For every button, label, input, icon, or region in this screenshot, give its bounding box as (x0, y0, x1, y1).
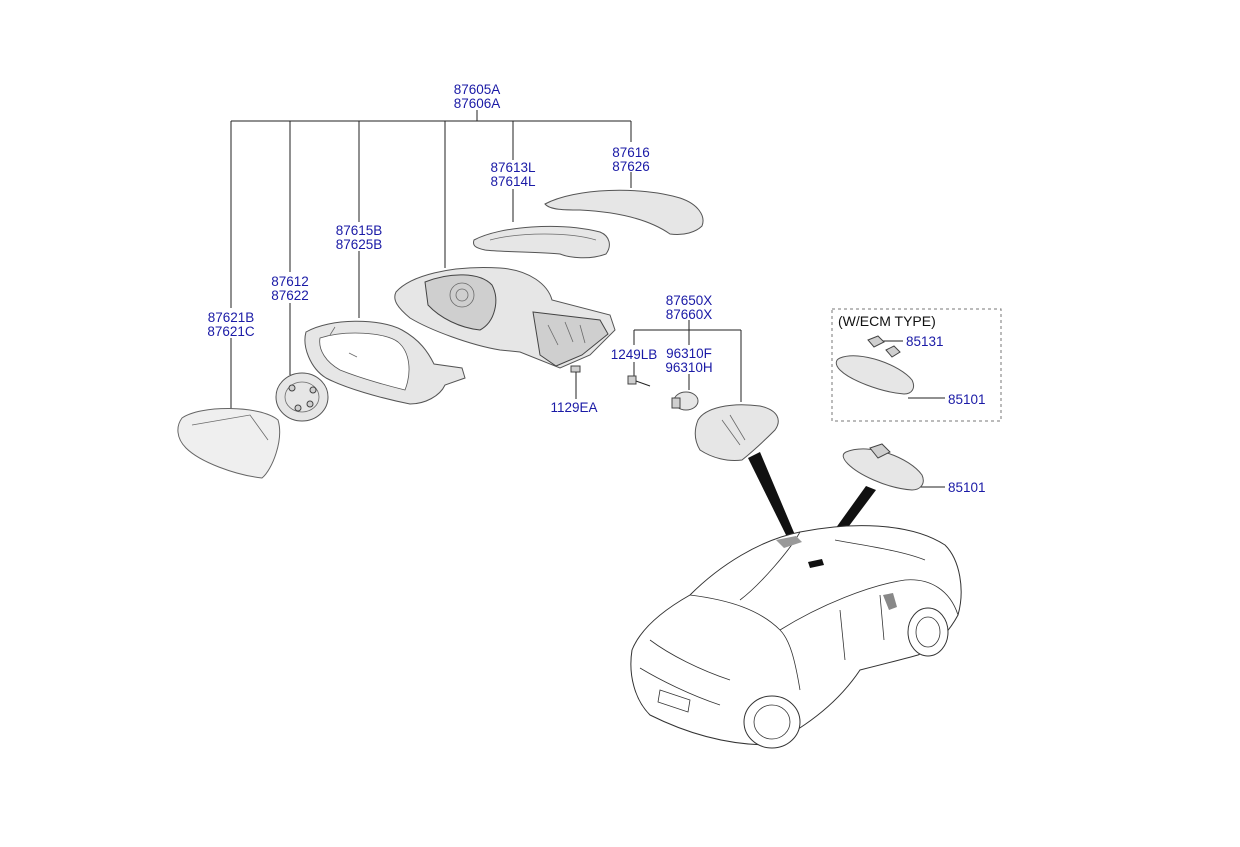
label-cap-b[interactable]: 87626 (612, 159, 650, 174)
cover-part (473, 226, 610, 259)
label-glass-b[interactable]: 87621C (207, 324, 255, 339)
rear-view-mirror-part (842, 443, 924, 491)
label-mirror[interactable]: 85101 (948, 480, 986, 495)
label-assy-b[interactable]: 87606A (454, 96, 501, 111)
car-illustration (630, 525, 962, 749)
label-inside-b[interactable]: 87660X (666, 307, 713, 322)
screw-part (570, 365, 581, 384)
label-actuator-b[interactable]: 87622 (271, 288, 309, 303)
label-glass-a[interactable]: 87621B (208, 310, 255, 325)
mirror-housing-part (304, 320, 466, 405)
bolt-part (627, 375, 651, 387)
label-inside-a[interactable]: 87650X (666, 293, 713, 308)
label-assy-a[interactable]: 87605A (454, 82, 501, 97)
actuator-part (275, 372, 329, 422)
mount-cover-part (694, 404, 779, 461)
label-bolt[interactable]: 1249LB (611, 347, 658, 362)
label-ecm-cover[interactable]: 85131 (906, 334, 944, 349)
label-cap-a[interactable]: 87616 (612, 145, 650, 160)
assembly-leader-lines (230, 110, 945, 488)
mirror-body-part (394, 267, 616, 369)
label-housing-b[interactable]: 87625B (336, 237, 383, 252)
sensor-part (671, 391, 699, 411)
label-actuator-a[interactable]: 87612 (271, 274, 309, 289)
label-cover-l[interactable]: 87613L (490, 160, 536, 175)
label-ecm-mirror[interactable]: 85101 (948, 392, 986, 407)
label-sensor-a[interactable]: 96310F (666, 346, 712, 361)
label-housing-a[interactable]: 87615B (336, 223, 383, 238)
label-cover-l2[interactable]: 87614L (490, 174, 536, 189)
label-sensor-b[interactable]: 96310H (665, 360, 712, 375)
ecm-box-title: (W/ECM TYPE) (838, 313, 936, 329)
mirror-glass-part (177, 408, 281, 479)
ecm-box (831, 308, 1002, 422)
mirror-cap-part (544, 189, 704, 235)
label-screw[interactable]: 1129EA (550, 400, 597, 415)
